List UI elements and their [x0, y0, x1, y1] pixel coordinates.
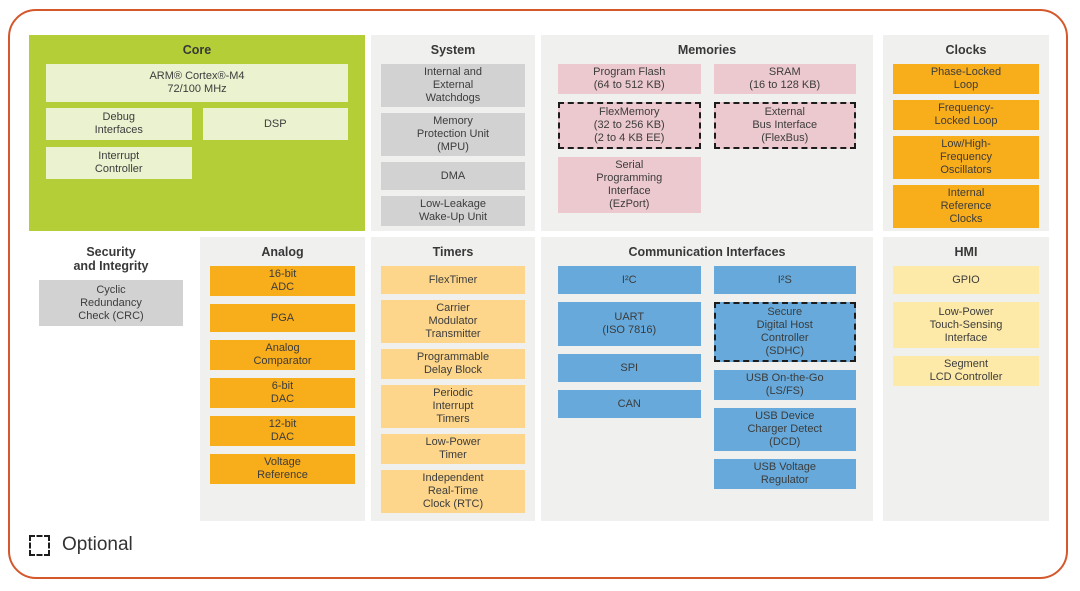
block-carrier-modulator-transmitter: Carrier Modulator Transmitter	[381, 300, 525, 343]
block-mpu: Memory Protection Unit (MPU)	[381, 113, 525, 156]
optional-dashed-box-icon	[29, 534, 50, 556]
block-can: CAN	[558, 390, 701, 418]
section-title-core: Core	[182, 43, 212, 57]
core-blocks: ARM® Cortex®-M4 72/100 MHz Debug Interfa…	[29, 64, 365, 179]
block-touch-sensing-interface: Low-Power Touch-Sensing Interface	[893, 302, 1039, 348]
analog-blocks: 16-bit ADC PGA Analog Comparator 6-bit D…	[200, 266, 365, 484]
section-title-timers: Timers	[432, 245, 474, 259]
block-pll: Phase-Locked Loop	[893, 64, 1039, 94]
block-crc: Cyclic Redundancy Check (CRC)	[39, 280, 183, 326]
core-grid: Debug Interfaces DSP Interrupt Controlle…	[46, 108, 348, 179]
block-i2s: I²S	[713, 266, 856, 294]
section-title-security: Security and Integrity	[73, 245, 149, 273]
block-16bit-adc: 16-bit ADC	[210, 266, 355, 296]
block-12bit-dac: 12-bit DAC	[210, 416, 355, 446]
block-pga: PGA	[210, 304, 355, 332]
block-uart: UART (ISO 7816)	[558, 302, 701, 346]
block-usb-dcd: USB Device Charger Detect (DCD)	[713, 408, 856, 451]
block-flexmemory: FlexMemory (32 to 256 KB) (2 to 4 KB EE)	[558, 102, 701, 149]
block-analog-comparator: Analog Comparator	[210, 340, 355, 370]
block-fll: Frequency- Locked Loop	[893, 100, 1039, 130]
system-blocks: Internal and External Watchdogs Memory P…	[371, 64, 535, 226]
memories-left-column: Program Flash (64 to 512 KB) FlexMemory …	[558, 64, 701, 213]
block-usb-voltage-regulator: USB Voltage Regulator	[713, 459, 856, 489]
block-i2c: I²C	[558, 266, 701, 294]
section-title-analog: Analog	[261, 245, 304, 259]
block-flextimer: FlexTimer	[381, 266, 525, 294]
block-internal-reference-clocks: Internal Reference Clocks	[893, 185, 1039, 228]
block-sdhc: Secure Digital Host Controller (SDHC)	[713, 302, 856, 362]
block-low-power-timer: Low-Power Timer	[381, 434, 525, 464]
block-rtc: Independent Real-Time Clock (RTC)	[381, 470, 525, 513]
block-program-flash: Program Flash (64 to 512 KB)	[558, 64, 701, 94]
block-periodic-interrupt-timers: Periodic Interrupt Timers	[381, 385, 525, 428]
block-spi: SPI	[558, 354, 701, 382]
section-memories: Memories Program Flash (64 to 512 KB) Fl…	[541, 35, 873, 231]
clocks-blocks: Phase-Locked Loop Frequency- Locked Loop…	[883, 64, 1049, 228]
block-ezport: Serial Programming Interface (EzPort)	[558, 157, 701, 213]
section-timers: Timers FlexTimer Carrier Modulator Trans…	[371, 237, 535, 521]
section-title-system: System	[430, 43, 476, 57]
block-oscillators: Low/High- Frequency Oscillators	[893, 136, 1039, 179]
section-clocks: Clocks Phase-Locked Loop Frequency- Lock…	[883, 35, 1049, 231]
block-arm-cortex-m4: ARM® Cortex®-M4 72/100 MHz	[46, 64, 348, 102]
block-dma: DMA	[381, 162, 525, 190]
block-segment-lcd-controller: Segment LCD Controller	[893, 356, 1039, 386]
block-llwu: Low-Leakage Wake-Up Unit	[381, 196, 525, 226]
block-debug-interfaces: Debug Interfaces	[46, 108, 192, 140]
block-watchdogs: Internal and External Watchdogs	[381, 64, 525, 107]
block-6bit-dac: 6-bit DAC	[210, 378, 355, 408]
hmi-blocks: GPIO Low-Power Touch-Sensing Interface S…	[883, 266, 1049, 386]
comm-columns: I²C UART (ISO 7816) SPI CAN I²S Secure D…	[541, 266, 873, 489]
section-title-clocks: Clocks	[945, 43, 987, 57]
block-dsp: DSP	[202, 108, 348, 140]
block-flexbus: External Bus Interface (FlexBus)	[713, 102, 856, 149]
section-security-and-integrity: Security and Integrity Cyclic Redundancy…	[29, 237, 193, 521]
block-programmable-delay-block: Programmable Delay Block	[381, 349, 525, 379]
section-hmi: HMI GPIO Low-Power Touch-Sensing Interfa…	[883, 237, 1049, 521]
block-interrupt-controller: Interrupt Controller	[46, 147, 192, 179]
section-title-hmi: HMI	[954, 245, 978, 259]
block-gpio: GPIO	[893, 266, 1039, 294]
section-title-communication: Communication Interfaces	[628, 245, 786, 259]
memories-columns: Program Flash (64 to 512 KB) FlexMemory …	[541, 64, 873, 213]
section-communication-interfaces: Communication Interfaces I²C UART (ISO 7…	[541, 237, 873, 521]
section-system: System Internal and External Watchdogs M…	[371, 35, 535, 231]
section-title-memories: Memories	[677, 43, 737, 57]
block-sram: SRAM (16 to 128 KB)	[713, 64, 856, 94]
block-usb-otg: USB On-the-Go (LS/FS)	[713, 370, 856, 400]
section-core: Core ARM® Cortex®-M4 72/100 MHz Debug In…	[29, 35, 365, 231]
section-analog: Analog 16-bit ADC PGA Analog Comparator …	[200, 237, 365, 521]
comm-left-column: I²C UART (ISO 7816) SPI CAN	[558, 266, 701, 489]
block-voltage-reference: Voltage Reference	[210, 454, 355, 484]
timers-blocks: FlexTimer Carrier Modulator Transmitter …	[371, 266, 535, 513]
security-blocks: Cyclic Redundancy Check (CRC)	[29, 280, 193, 326]
memories-right-column: SRAM (16 to 128 KB) External Bus Interfa…	[713, 64, 856, 213]
comm-right-column: I²S Secure Digital Host Controller (SDHC…	[713, 266, 856, 489]
legend-optional: Optional	[29, 534, 133, 556]
diagram-border	[8, 9, 1068, 579]
legend-optional-label: Optional	[62, 534, 133, 555]
